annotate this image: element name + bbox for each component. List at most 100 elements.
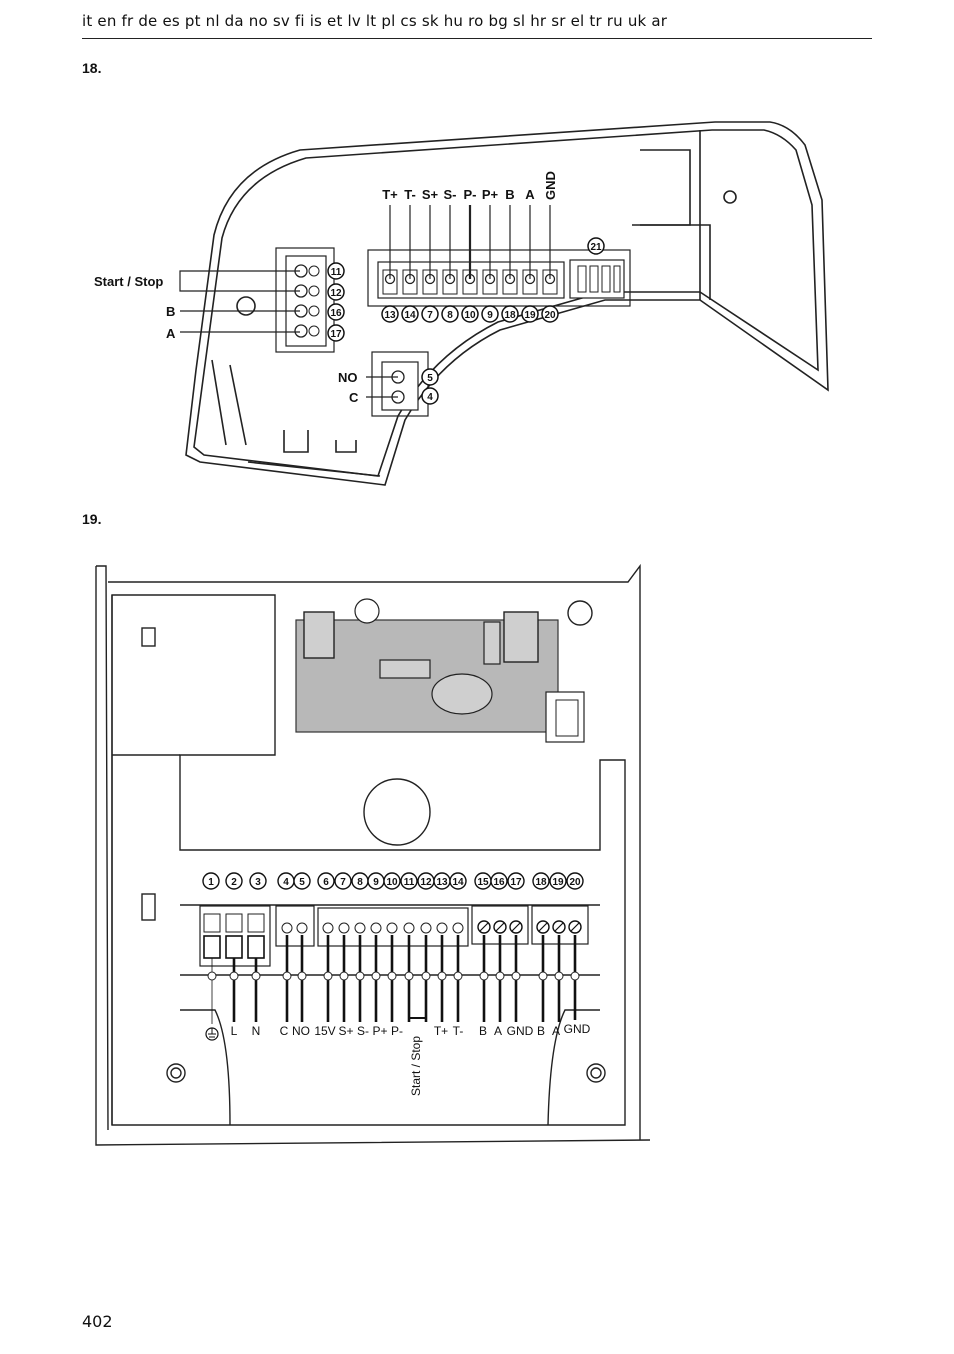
signal-terminal xyxy=(338,922,350,934)
power-terminal-clamp xyxy=(203,935,221,959)
terminal-label: B xyxy=(479,1024,487,1038)
number-badge xyxy=(421,305,439,323)
badge-12: 12 xyxy=(330,288,342,299)
terminal-badge-text: 18 xyxy=(535,877,547,888)
number-badge xyxy=(481,305,499,323)
terminal-badge xyxy=(507,872,525,890)
terminal-badge-text: 16 xyxy=(493,877,505,888)
wire-clip xyxy=(355,971,365,981)
terminal-badge xyxy=(566,872,584,890)
left-number-badges: 11 12 16 17 xyxy=(327,262,345,342)
wire-clip xyxy=(282,971,292,981)
terminal-badge-text: 5 xyxy=(299,877,305,888)
power-terminal-clamp xyxy=(247,935,265,959)
terminal-badge xyxy=(449,872,467,890)
terminal-badge xyxy=(383,872,401,890)
label-t-minus: T- xyxy=(404,187,416,202)
number-badge xyxy=(521,305,539,323)
language-list: it en fr de es pt nl da no sv fi is et l… xyxy=(82,12,872,39)
terminal-badge-text: 11 xyxy=(404,877,415,888)
signal-terminal xyxy=(436,922,448,934)
badge-16: 16 xyxy=(330,308,342,319)
number-badge-text: 8 xyxy=(447,310,453,321)
left-leader-lines xyxy=(179,270,300,333)
terminal-badge xyxy=(334,872,352,890)
terminal-badge xyxy=(317,872,335,890)
label-p-minus: P- xyxy=(464,187,477,202)
figure-19-label: 19. xyxy=(82,511,102,527)
power-terminal-top xyxy=(225,913,243,933)
terminal-badge xyxy=(202,872,220,890)
terminal-badge-text: 13 xyxy=(436,877,448,888)
terminal-badge-text: 8 xyxy=(357,877,363,888)
relay-terminal-block xyxy=(371,351,429,417)
relay-leader-lines xyxy=(366,376,398,398)
terminal-badge-text: 17 xyxy=(510,877,522,888)
terminal-badge-text: 6 xyxy=(323,877,329,888)
terminal-badge xyxy=(249,872,267,890)
terminal-badge-text: 3 xyxy=(255,877,261,888)
terminal-label: B xyxy=(537,1024,545,1038)
power-terminal-clamp xyxy=(225,935,243,959)
number-badge xyxy=(541,305,559,323)
wire-clip xyxy=(479,971,489,981)
number-badge-text: 14 xyxy=(404,310,416,321)
terminal-badge xyxy=(549,872,567,890)
terminal-label: P- xyxy=(391,1024,403,1038)
badge-17: 17 xyxy=(330,329,342,340)
number-badge xyxy=(401,305,419,323)
signal-terminal xyxy=(322,922,334,934)
power-terminal-top xyxy=(203,913,221,933)
terminal-badge xyxy=(490,872,508,890)
wire-clip xyxy=(404,971,414,981)
no-label: NO xyxy=(338,370,358,385)
terminal-label: NO xyxy=(292,1024,310,1038)
c-label: C xyxy=(349,390,359,405)
terminal-badge xyxy=(400,872,418,890)
terminal-badge-text: 19 xyxy=(552,877,564,888)
terminal-label: N xyxy=(252,1024,261,1038)
terminal-badge-text: 14 xyxy=(452,877,464,888)
wire-clip xyxy=(495,971,505,981)
terminal-badge-text: 1 xyxy=(208,877,214,888)
terminal-label: GND xyxy=(507,1024,534,1038)
wire-clip xyxy=(371,971,381,981)
terminal-label: 15V xyxy=(314,1024,335,1038)
terminal-label: C xyxy=(280,1024,289,1038)
top-leader-lines xyxy=(389,205,551,279)
number-badge-text: 10 xyxy=(464,310,476,321)
wire-clip xyxy=(229,971,239,981)
label-t-plus: T+ xyxy=(382,187,398,202)
label-p-plus: P+ xyxy=(482,187,499,202)
enclosure-outline xyxy=(95,563,651,1146)
number-badge xyxy=(381,305,399,323)
terminal-badge-text: 10 xyxy=(386,877,398,888)
terminal-screws xyxy=(203,913,582,1024)
electronics-module xyxy=(295,598,585,743)
number-badge-text: 9 xyxy=(487,310,493,321)
signal-terminal xyxy=(452,922,464,934)
number-badge-text: 19 xyxy=(524,310,536,321)
terminal-badge-text: 12 xyxy=(420,877,432,888)
label-b: B xyxy=(505,187,514,202)
signal-terminal xyxy=(370,922,382,934)
label-gnd: GND xyxy=(543,171,558,200)
signal-terminal xyxy=(354,922,366,934)
number-badge-text: 7 xyxy=(427,310,433,321)
label-s-plus: S+ xyxy=(422,187,439,202)
figure-18-label: 18. xyxy=(82,60,102,76)
signal-terminal xyxy=(420,922,432,934)
wire-clip xyxy=(297,971,307,981)
wire-clip xyxy=(538,971,548,981)
label-a: A xyxy=(525,187,535,202)
signal-terminal xyxy=(403,922,415,934)
terminal-label: S+ xyxy=(338,1024,353,1038)
wire-clip xyxy=(570,971,580,981)
terminal-label: T+ xyxy=(434,1024,448,1038)
terminal-badge-text: 4 xyxy=(283,877,289,888)
signal-terminal xyxy=(386,922,398,934)
